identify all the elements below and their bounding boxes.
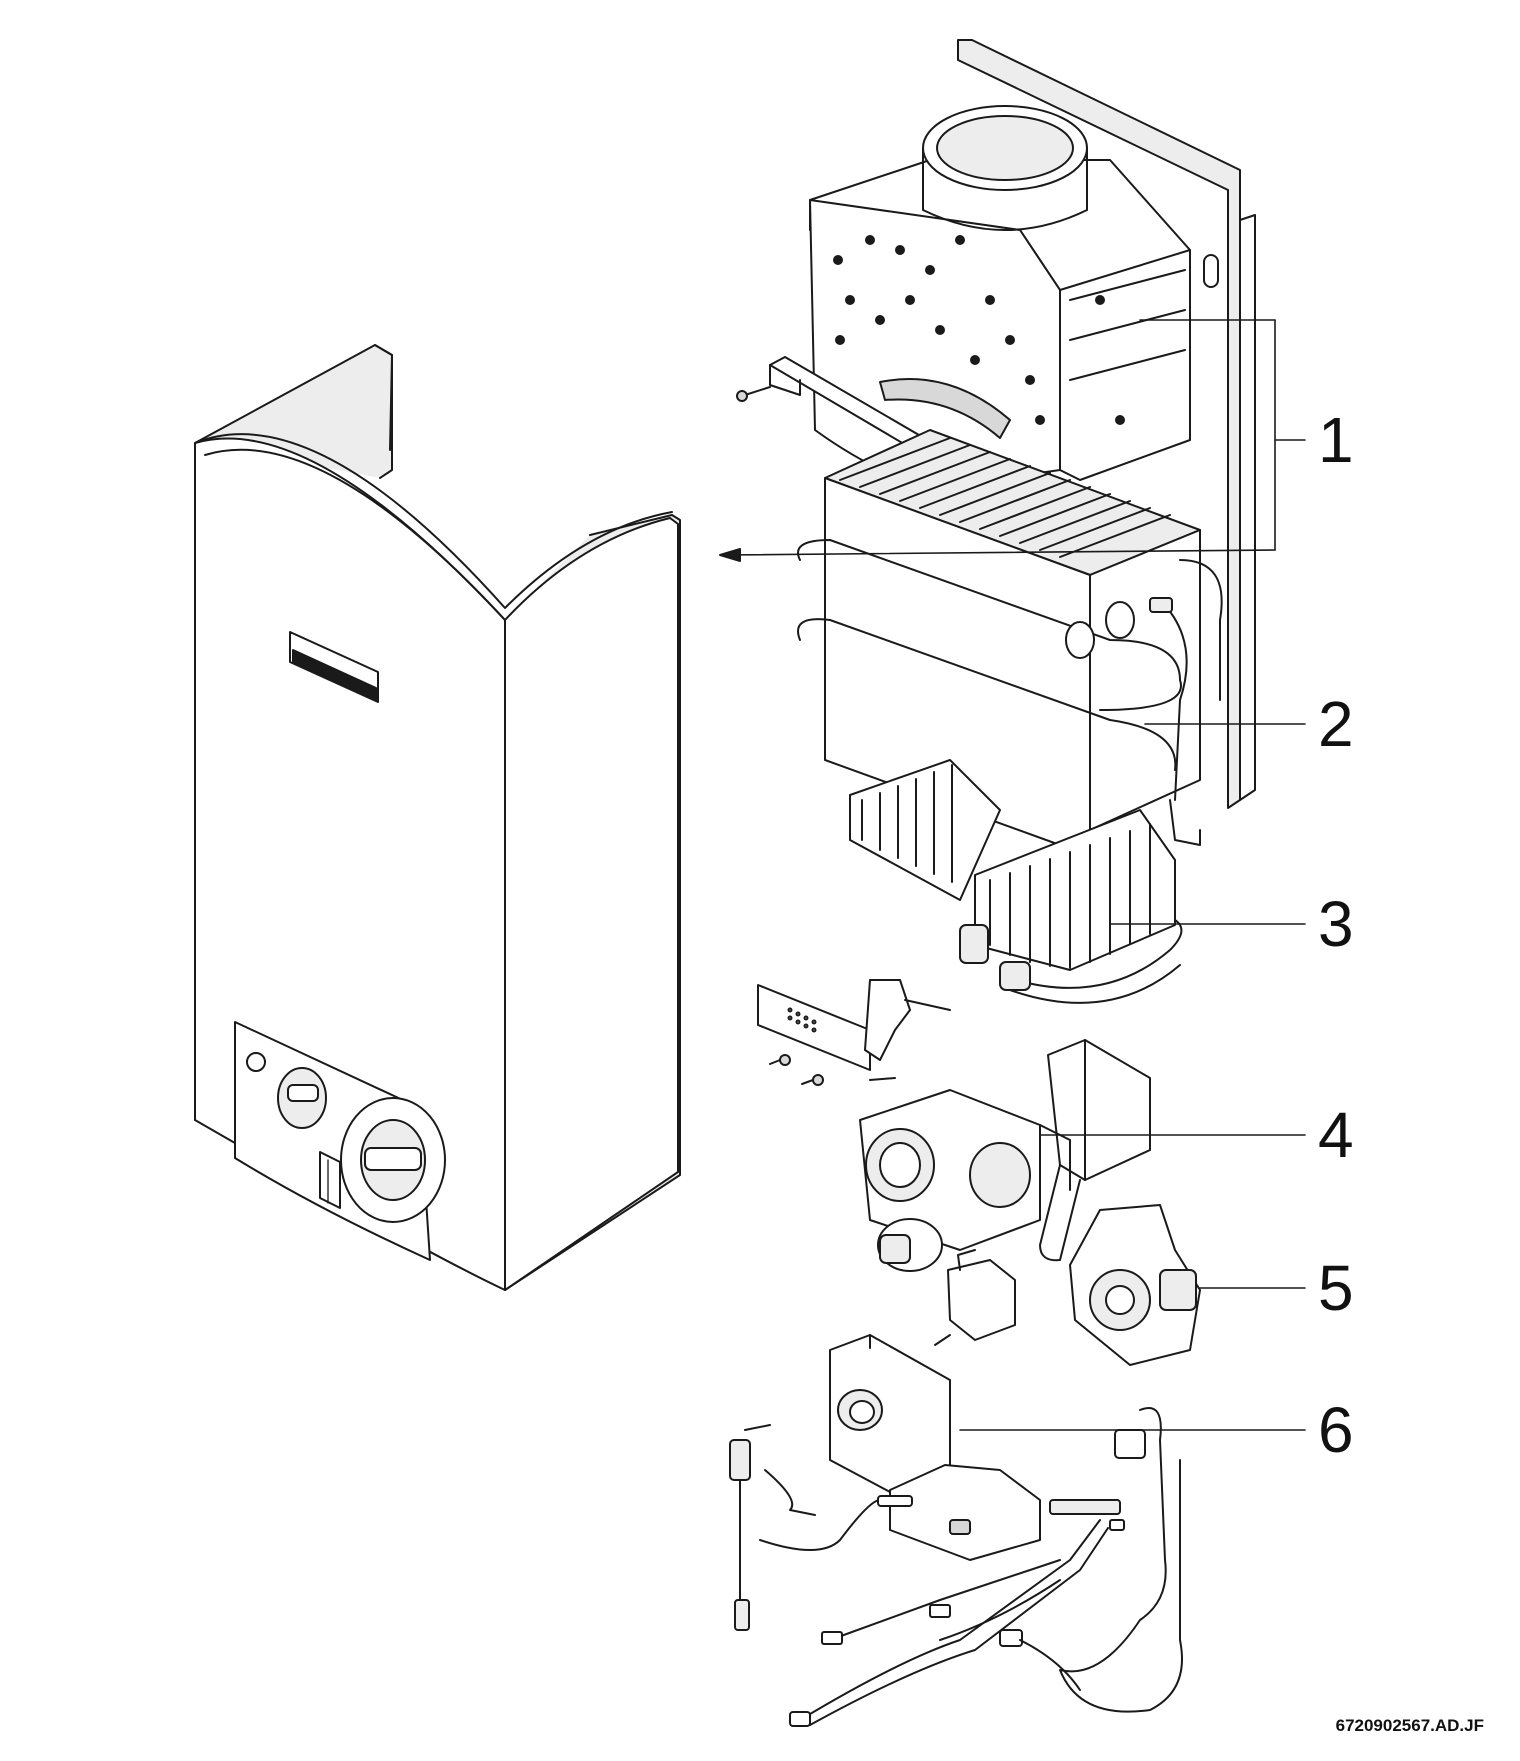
control-unit bbox=[829, 1334, 1041, 1561]
front-casing bbox=[194, 344, 681, 1291]
callout-4: 4 bbox=[1318, 1099, 1354, 1171]
callout-6: 6 bbox=[1318, 1394, 1354, 1466]
heat-exchanger bbox=[797, 429, 1223, 846]
burner-assembly bbox=[849, 759, 1183, 1004]
gas-valve bbox=[1069, 1204, 1201, 1366]
water-valve-assembly bbox=[859, 1039, 1151, 1272]
callout-1: 1 bbox=[1318, 404, 1354, 476]
microswitch bbox=[934, 1249, 1016, 1346]
wiring-harness bbox=[729, 1407, 1183, 1727]
reference-code: 6720902567.AD.JF bbox=[1335, 1716, 1484, 1735]
callout-3: 3 bbox=[1318, 888, 1354, 960]
leader-lines bbox=[719, 319, 1306, 1431]
callout-5: 5 bbox=[1318, 1252, 1354, 1324]
callout-2: 2 bbox=[1318, 688, 1354, 760]
electrode-bracket bbox=[757, 979, 951, 1086]
